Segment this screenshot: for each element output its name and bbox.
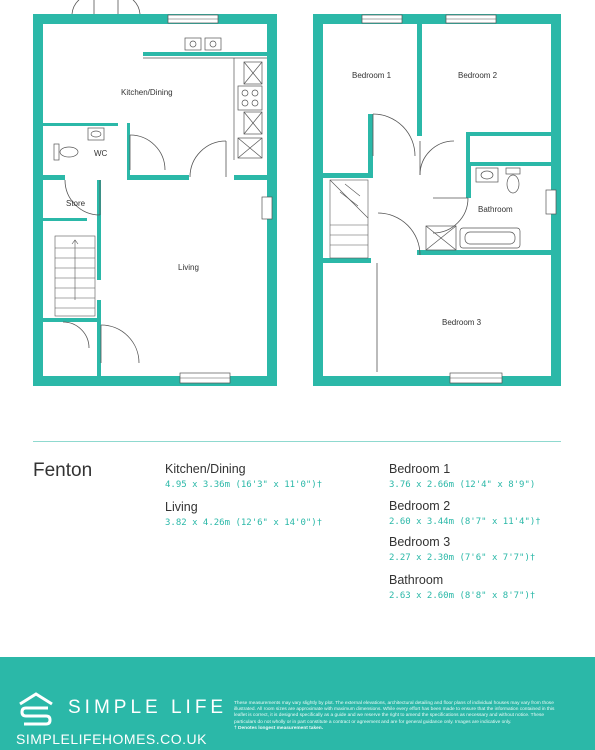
landing-stairs: [329, 179, 369, 259]
kitchen-fittings: [143, 37, 267, 160]
room-label-kitchen-dining: Kitchen/Dining: [121, 88, 173, 97]
section-divider: [33, 441, 561, 442]
spec-dimensions: 4.95 x 3.36m (16'3" x 11'0")†: [165, 480, 323, 490]
room-label-wc: WC: [94, 149, 108, 158]
house-name: Fenton: [33, 460, 93, 481]
spec-dimensions: 3.82 x 4.26m (12'6" x 14'0")†: [165, 518, 323, 528]
disclaimer: These measurements may vary slightly by …: [234, 701, 564, 732]
footer: SIMPLE LIFE SIMPLELIFEHOMES.CO.UK These …: [0, 657, 595, 750]
wc-fittings: [53, 127, 105, 161]
room-label-bedroom-1: Bedroom 1: [352, 71, 392, 80]
spec-bathroom: Bathroom 2.63 x 2.60m (8'8" x 8'7")†: [389, 573, 535, 603]
spec-name: Kitchen/Dining: [165, 462, 246, 476]
spec-dimensions: 2.60 x 3.44m (8'7" x 11'4")†: [389, 517, 541, 527]
room-label-store: Store: [66, 199, 86, 208]
spec-name: Bedroom 3: [389, 535, 451, 549]
ground-floor-windows: [167, 14, 273, 384]
spec-bedroom-2: Bedroom 2 2.60 x 3.44m (8'7" x 11'4")†: [389, 499, 541, 529]
spec-kitchen-dining: Kitchen/Dining 4.95 x 3.36m (16'3" x 11'…: [165, 462, 322, 492]
spec-name: Living: [165, 500, 198, 514]
room-label-bathroom: Bathroom: [478, 205, 513, 214]
spec-name: Bedroom 2: [389, 499, 451, 513]
first-floor-plan: Bedroom 1 Bedroom 2 Bathroom Bedroom 3: [313, 14, 561, 386]
house-logo-icon: [19, 692, 53, 726]
spec-bedroom-1: Bedroom 1 3.76 x 2.66m (12'4" x 8'9"): [389, 462, 535, 492]
spec-dimensions: 2.63 x 2.60m (8'8" x 8'7")†: [389, 591, 536, 601]
spec-dimensions: 3.76 x 2.66m (12'4" x 8'9"): [389, 480, 536, 490]
disclaimer-text: These measurements may vary slightly by …: [234, 701, 555, 725]
bathroom-fittings: [425, 167, 521, 251]
spec-name: Bathroom: [389, 573, 444, 587]
spec-dimensions: 2.27 x 2.30m (7'6" x 7'7")†: [389, 553, 536, 563]
room-label-living: Living: [178, 263, 199, 272]
spec-living: Living 3.82 x 4.26m (12'6" x 14'0")†: [165, 500, 322, 530]
website-link[interactable]: SIMPLELIFEHOMES.CO.UK: [16, 731, 207, 747]
measurement-note: † Denotes longest measurement taken.: [234, 725, 324, 731]
floor-plans: Kitchen/Dining WC Store Living: [33, 0, 561, 386]
ground-floor-stairs: [54, 235, 96, 317]
spec-bedroom-3: Bedroom 3 2.27 x 2.30m (7'6" x 7'7")†: [389, 535, 535, 565]
first-floor-windows: [361, 14, 557, 384]
room-label-bedroom-3: Bedroom 3: [442, 318, 482, 327]
ground-floor-plan: Kitchen/Dining WC Store Living: [33, 0, 277, 386]
room-label-bedroom-2: Bedroom 2: [458, 71, 498, 80]
brand-name: SIMPLE LIFE: [68, 697, 228, 718]
ground-floor-doors: [62, 0, 227, 364]
spec-name: Bedroom 1: [389, 462, 451, 476]
first-floor-doors: [372, 113, 469, 372]
